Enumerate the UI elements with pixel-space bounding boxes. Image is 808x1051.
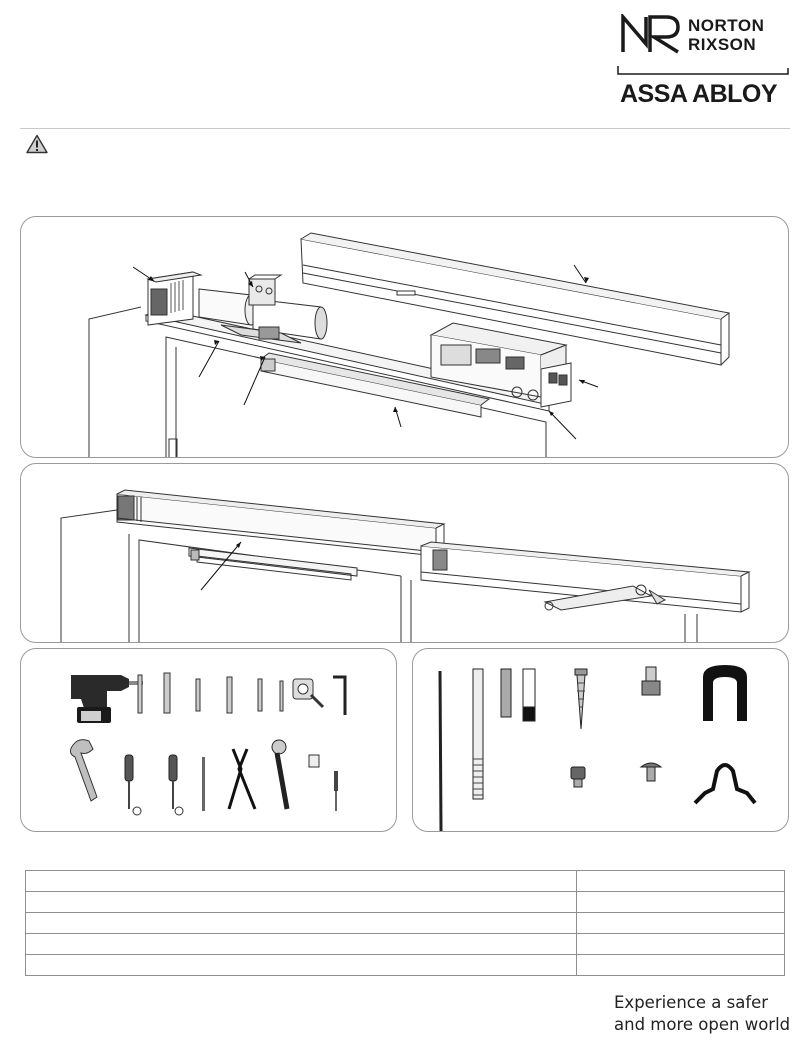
hardware-illustration bbox=[438, 665, 757, 831]
anchor-icon bbox=[500, 668, 512, 718]
tagline-line-1: Experience a safer bbox=[614, 993, 769, 1012]
table-row bbox=[25, 870, 785, 892]
warning-triangle-icon bbox=[26, 134, 48, 154]
assembled-view-illustration bbox=[60, 489, 751, 642]
cap-screw-icon bbox=[570, 766, 586, 788]
flat-screwdriver-icon bbox=[168, 754, 184, 816]
pliers-icon bbox=[227, 748, 257, 810]
tagline-line-2: and more open world bbox=[614, 1015, 791, 1034]
hex-key-icon bbox=[333, 675, 347, 715]
brand-line-2: RIXSON bbox=[688, 35, 757, 54]
assa-abloy-rule bbox=[617, 66, 789, 75]
mounting-hardware-figure bbox=[412, 648, 789, 832]
self-tap-screw-icon bbox=[574, 668, 588, 730]
table-cell-description bbox=[25, 870, 577, 892]
long-rod-icon bbox=[438, 670, 443, 831]
brand-wordmark: NORTON RIXSON bbox=[688, 16, 764, 54]
norton-rixson-logo: NORTON RIXSON bbox=[620, 12, 790, 60]
ratchet-icon bbox=[271, 739, 290, 810]
brand-line-1: NORTON bbox=[688, 16, 765, 35]
tagline: Experience a safer and more open world bbox=[614, 992, 804, 1036]
drill-bit-icon bbox=[137, 674, 143, 714]
table-row bbox=[25, 954, 785, 976]
table-cell-description bbox=[25, 954, 577, 976]
small-screwdriver-icon bbox=[334, 771, 338, 811]
sleeve-icon bbox=[522, 668, 536, 722]
socket-icon bbox=[308, 754, 320, 768]
adjustable-wrench-icon bbox=[69, 739, 98, 802]
table-cell-value bbox=[576, 891, 785, 913]
cover-clip-icon bbox=[703, 665, 747, 721]
wire-clip-icon bbox=[693, 763, 757, 805]
assembled-view-figure bbox=[20, 463, 789, 643]
table-row bbox=[25, 891, 785, 913]
parts-table bbox=[25, 870, 785, 976]
threaded-rod-icon bbox=[472, 668, 484, 800]
tools-required-figure bbox=[20, 648, 397, 832]
table-cell-value bbox=[576, 870, 785, 892]
table-cell-description bbox=[25, 933, 577, 955]
awl-icon bbox=[202, 757, 205, 811]
header-divider bbox=[20, 128, 790, 129]
exploded-view-illustration bbox=[88, 232, 731, 457]
table-cell-description bbox=[25, 891, 577, 913]
drill-icon bbox=[71, 675, 143, 723]
pan-screw-icon bbox=[639, 762, 663, 782]
tools-illustration bbox=[69, 672, 347, 816]
exploded-view-figure bbox=[20, 216, 789, 458]
phillips-screwdriver-icon bbox=[124, 754, 142, 816]
table-cell-value bbox=[576, 933, 785, 955]
norton-rixson-mark-icon bbox=[621, 14, 680, 54]
table-row bbox=[25, 912, 785, 934]
hex-bolt-icon bbox=[641, 666, 661, 696]
tape-measure-icon bbox=[292, 678, 325, 709]
table-cell-description bbox=[25, 912, 577, 934]
assa-abloy-logo: ASSA ABLOY bbox=[620, 80, 778, 108]
table-cell-value bbox=[576, 912, 785, 934]
table-row bbox=[25, 933, 785, 955]
table-cell-value bbox=[576, 954, 785, 976]
